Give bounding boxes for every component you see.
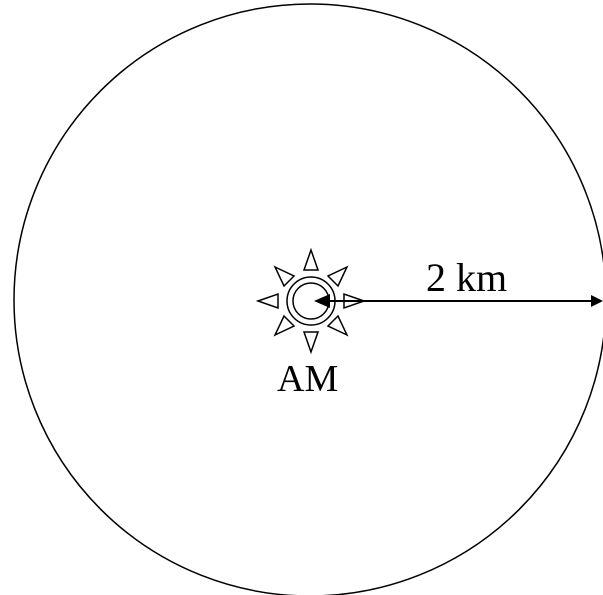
- boundary-circle: [13, 3, 603, 595]
- arrowhead-right: [591, 295, 603, 307]
- radius-label: 2 km: [426, 255, 507, 300]
- arrowhead-left: [314, 294, 330, 308]
- center-label: AM: [277, 358, 338, 400]
- sun-icon: [255, 247, 367, 355]
- radius-arrow: [314, 294, 603, 308]
